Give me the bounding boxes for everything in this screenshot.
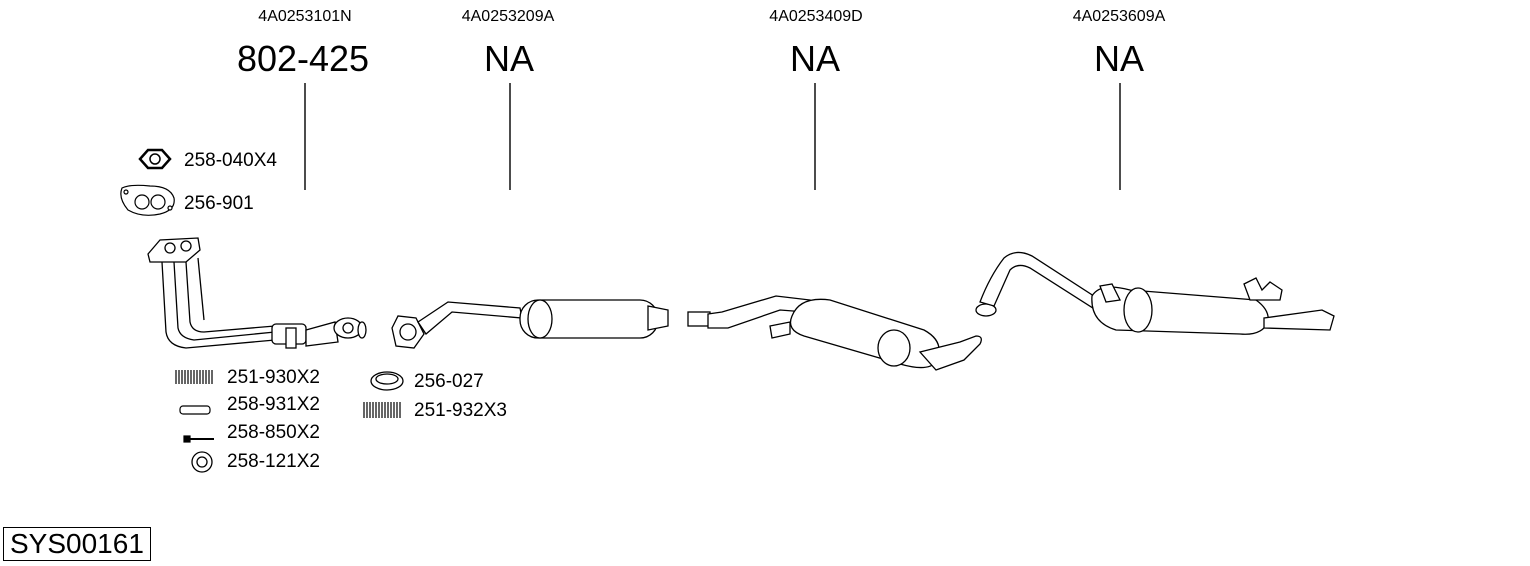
part-number-2: NA: [483, 38, 535, 79]
oem-number-4: 4A0253609A: [1072, 8, 1166, 25]
part-number-1: 802-425: [236, 38, 370, 79]
part-number-3: NA: [789, 38, 841, 79]
sleeve-icon: [179, 405, 211, 415]
spring-b-icon: [363, 402, 401, 418]
rear-silencer-drawing: [975, 251, 1335, 335]
hex-nut-icon: [138, 148, 172, 170]
front-silencer-drawing: [391, 299, 669, 349]
bolt-label: 258-850X2: [227, 422, 320, 443]
front-pipe-drawing: [147, 237, 367, 349]
washer-label: 258-121X2: [227, 451, 320, 472]
oem-number-3: 4A0253409D: [769, 8, 863, 25]
spring-icon: [175, 370, 213, 384]
middle-silencer-drawing: [687, 295, 982, 371]
ring-gasket-icon: [370, 371, 404, 391]
spring-a-label: 251-930X2: [227, 367, 320, 388]
ring-gasket-label: 256-027: [414, 371, 484, 392]
nut-label: 258-040X4: [184, 150, 277, 171]
bolt-icon: [183, 435, 214, 443]
system-id-box: SYS00161: [3, 527, 151, 561]
washer-icon: [191, 451, 213, 473]
sleeve-label: 258-931X2: [227, 394, 320, 415]
part-number-4: NA: [1093, 38, 1145, 79]
gasket-front-label: 256-901: [184, 193, 254, 214]
flange-gasket-icon: [120, 184, 175, 216]
oem-number-2: 4A0253209A: [461, 8, 555, 25]
oem-number-1: 4A0253101N: [258, 8, 352, 25]
spring-b-label: 251-932X3: [414, 400, 507, 421]
